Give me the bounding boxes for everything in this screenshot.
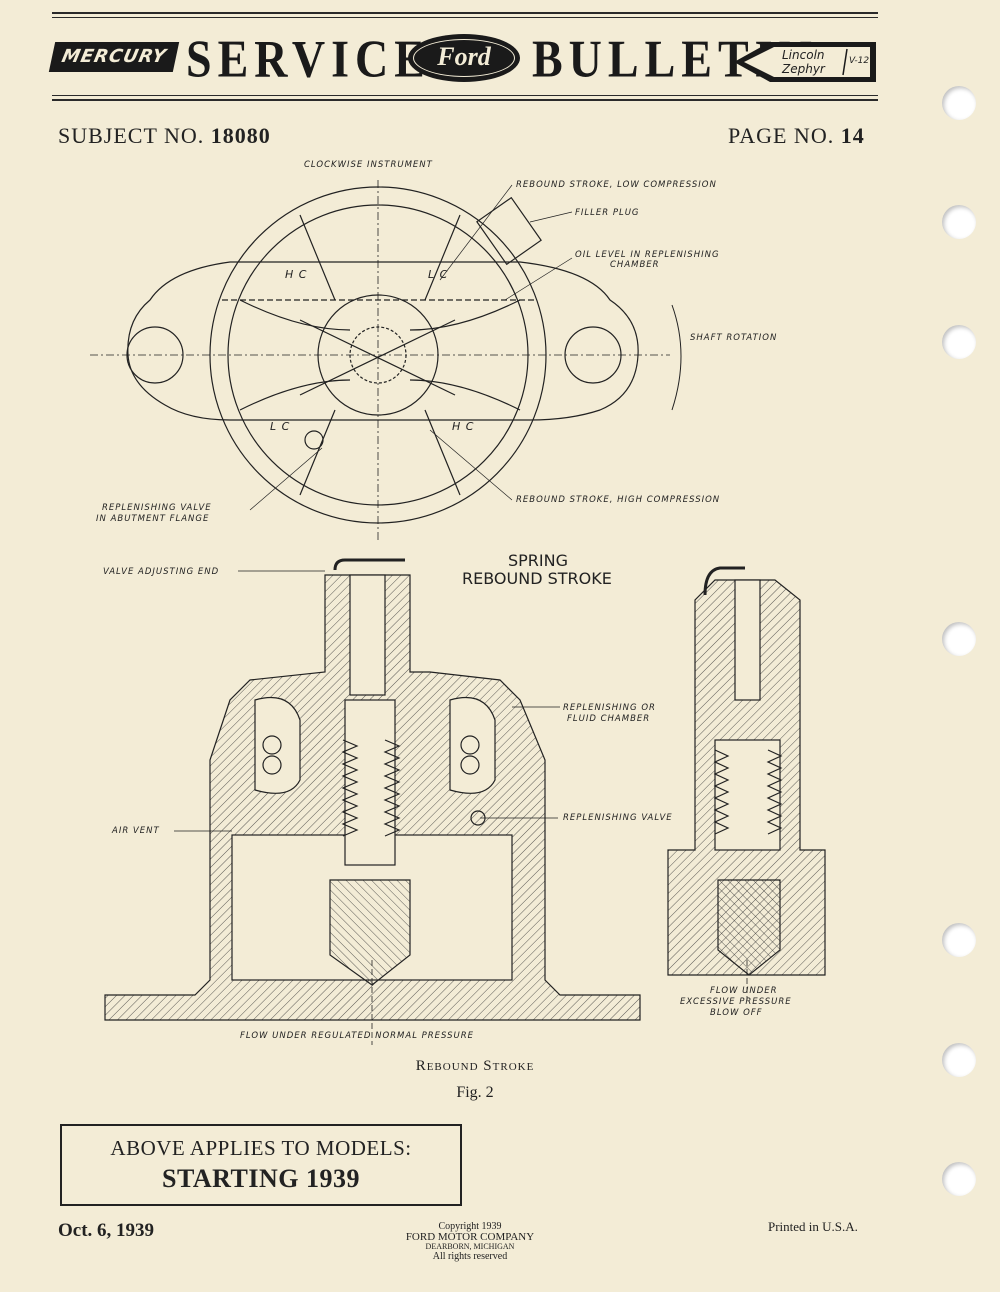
models-line1: ABOVE APPLIES TO MODELS: [110,1136,412,1160]
label-clockwise-instrument: Clockwise Instrument [304,160,433,170]
copyright-line2: FORD MOTOR COMPANY [405,1231,535,1243]
lincoln-text: Lincoln [782,48,825,62]
copyright-block: Copyright 1939 FORD MOTOR COMPANY DEARBO… [370,1222,570,1262]
label-replenishing-valve-2: In Abutment Flange [96,514,210,524]
lincoln-zephyr-logo: Lincoln Zephyr V-12 [730,38,880,86]
page-label: PAGE NO. [728,123,835,148]
masthead-bottom-rule [52,99,878,101]
label-shaft-rotation: Shaft Rotation [690,333,778,343]
label-air-vent: Air Vent [112,826,160,836]
label-rebound-high-compression: Rebound Stroke, High Compression [516,495,721,505]
label-excessive-pressure: Excessive Pressure [680,997,792,1007]
models-box: ABOVE APPLIES TO MODELS: STARTING 1939 [60,1124,462,1206]
subject-label: SUBJECT NO. [58,123,205,148]
ford-oval-logo: Ford [408,34,520,82]
masthead-service: SERVICE [186,29,431,88]
label-replenishing-valve: Replenishing Valve [102,503,212,513]
label-replenishing-chamber: Replenishing Or [563,703,656,713]
label-hc-top: H C [285,268,308,281]
label-lc-top: L C [428,268,449,281]
punch-hole [942,1162,976,1196]
zephyr-text: Zephyr [782,62,825,76]
v12-text: V-12 [849,56,870,66]
page-value: 14 [840,123,865,148]
label-spring: SPRING [508,551,569,570]
punch-hole [942,205,976,239]
label-flow-regulated: Flow Under Regulated Normal Pressure [240,1031,475,1041]
punch-hole [942,325,976,359]
subject-number: SUBJECT NO. 18080 [58,123,271,149]
masthead-top-rule [52,12,878,14]
label-hc-bottom: H C [452,420,475,433]
figure-number: Fig. 2 [456,1084,494,1101]
copyright-line3: DEARBORN, MICHIGAN [425,1242,515,1251]
label-flow-under: Flow Under [710,986,778,996]
models-line2: STARTING 1939 [162,1164,360,1193]
label-blow-off: Blow Off [710,1008,763,1018]
copyright-line4: All rights reserved [432,1251,508,1262]
label-replenishing-valve-right: Replenishing Valve [563,813,673,823]
label-replenishing-chamber-2: Fluid Chamber [567,714,651,724]
punch-hole [942,923,976,957]
page-number: PAGE NO. 14 [728,123,865,149]
subject-value: 18080 [210,123,271,148]
ford-logo-text: Ford [437,42,491,71]
label-lc-bottom: L C [270,420,291,433]
masthead-top-rule [52,17,878,18]
punch-hole [942,1043,976,1077]
copyright-line1: Copyright 1939 [438,1221,502,1232]
printed-in: Printed in U.S.A. [768,1219,858,1234]
label-oil-level-2: Chamber [610,260,660,270]
figure-title: Rebound Stroke [415,1058,535,1074]
masthead-bottom-rule [52,95,878,96]
punch-hole [942,86,976,120]
label-rebound-low-compression: Rebound Stroke, Low Compression [516,180,717,190]
bulletin-date: Oct. 6, 1939 [58,1220,155,1241]
label-oil-level: Oil Level In Replenishing [575,250,720,260]
label-spring-rebound-stroke: REBOUND STROKE [462,569,612,588]
label-valve-adjusting-end: Valve Adjusting End [103,567,220,577]
punch-hole [942,622,976,656]
label-filler-plug: Filler Plug [575,208,640,218]
